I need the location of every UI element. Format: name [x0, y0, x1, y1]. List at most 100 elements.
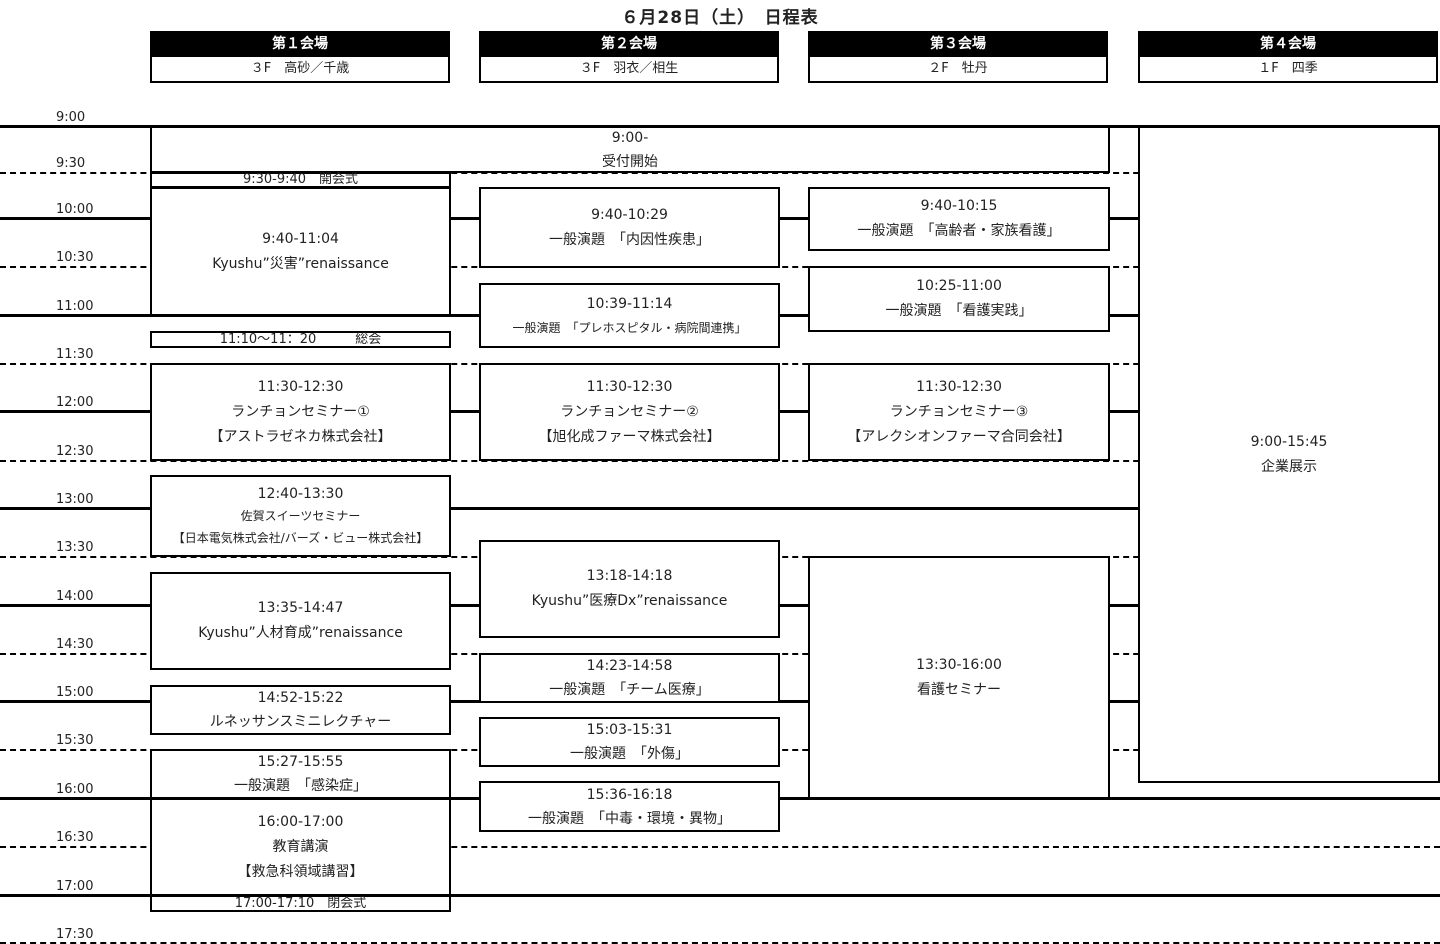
session-trauma[interactable]: 15:03-15:31 一般演題 「外傷」	[479, 717, 780, 767]
session-internal-disease[interactable]: 9:40-10:29 一般演題 「内因性疾患」	[479, 187, 780, 268]
session-time: 10:25-11:00	[916, 278, 1002, 294]
session-luncheon-1[interactable]: 11:30-12:30 ランチョンセミナー① 【アストラゼネカ株式会社】	[150, 363, 451, 461]
venue-header-3: 第３会場 ２F 牡丹	[808, 31, 1108, 83]
venue-floor: １F 四季	[1138, 57, 1438, 83]
session-time: 12:40-13:30	[257, 486, 344, 502]
venue-name: 第４会場	[1138, 31, 1438, 57]
timeline-12-30	[0, 460, 1440, 462]
session-mini-lecture[interactable]: 14:52-15:22 ルネッサンスミニレクチャー	[150, 685, 451, 735]
venue-floor: ３F 羽衣／相生	[479, 57, 779, 83]
session-nursing-practice[interactable]: 10:25-11:00 一般演題 「看護実践」	[808, 266, 1110, 332]
session-sponsor: 【アストラゼネカ株式会社】	[209, 428, 392, 445]
session-title: 教育講演	[272, 838, 329, 855]
time-label: 9:30	[56, 156, 86, 171]
page-title: ６月28日（土） 日程表	[621, 8, 819, 28]
session-title: 一般演題 「プレホスピタル・病院間連携」	[512, 320, 747, 335]
session-title: 一般演題 「外傷」	[570, 746, 689, 762]
session-title: ランチョンセミナー①	[231, 403, 370, 420]
session-reception[interactable]: 9:00- 受付開始	[150, 126, 1110, 173]
time-label: 16:30	[56, 830, 94, 845]
venue-name: 第１会場	[150, 31, 450, 57]
session-prehospital[interactable]: 10:39-11:14 一般演題 「プレホスピタル・病院間連携」	[479, 283, 780, 348]
session-infection[interactable]: 15:27-15:55 一般演題 「感染症」	[150, 749, 451, 799]
time-label: 15:00	[56, 685, 94, 700]
session-closing[interactable]: 17:00-17:10 閉会式	[150, 895, 451, 912]
time-label: 10:00	[56, 202, 94, 217]
session-title: 一般演題 「チーム医療」	[549, 682, 710, 698]
session-hr-renaissance[interactable]: 13:35-14:47 Kyushu”人材育成”renaissance	[150, 572, 451, 670]
timeline-17-30	[0, 942, 1440, 944]
time-label: 11:00	[56, 299, 94, 314]
venue-name: 第２会場	[479, 31, 779, 57]
session-time: 13:35-14:47	[257, 600, 344, 616]
session-time: 9:00-15:45	[1250, 433, 1328, 450]
venue-name: 第３会場	[808, 31, 1108, 57]
session-time: 13:30-16:00	[916, 656, 1002, 673]
session-title: ランチョンセミナー③	[889, 403, 1029, 420]
venue-header-2: 第２会場 ３F 羽衣／相生	[479, 31, 779, 83]
session-time: 14:52-15:22	[257, 690, 344, 706]
session-note: 【救急科領域講習】	[237, 863, 364, 880]
time-label: 12:30	[56, 444, 94, 459]
time-label: 17:30	[56, 927, 94, 942]
venue-header-4: 第４会場 １F 四季	[1138, 31, 1438, 83]
session-time: 9:00-	[611, 129, 649, 146]
session-nursing-seminar[interactable]: 13:30-16:00 看護セミナー	[808, 556, 1110, 799]
session-dx-renaissance[interactable]: 13:18-14:18 Kyushu”医療Dx”renaissance	[479, 540, 780, 638]
session-time: 15:27-15:55	[257, 754, 344, 770]
session-title: 一般演題 「看護実践」	[885, 303, 1033, 319]
session-opening[interactable]: 9:30-9:40 開会式	[150, 172, 451, 188]
venue-floor: ２F 牡丹	[808, 57, 1108, 83]
session-time: 11:30-12:30	[916, 378, 1002, 395]
session-title: 一般演題 「中毒・環境・異物」	[528, 810, 731, 827]
session-time: 9:40-10:15	[920, 198, 998, 214]
session-education-lecture[interactable]: 16:00-17:00 教育講演 【救急科領域講習】	[150, 798, 451, 896]
session-team-medicine[interactable]: 14:23-14:58 一般演題 「チーム医療」	[479, 653, 780, 703]
session-luncheon-3[interactable]: 11:30-12:30 ランチョンセミナー③ 【アレクシオンファーマ合同会社】	[808, 363, 1110, 461]
time-label: 16:00	[56, 782, 94, 797]
session-time: 9:40-10:29	[591, 206, 668, 223]
session-title: 一般演題 「感染症」	[234, 778, 367, 794]
timeline-9-30	[0, 172, 1440, 174]
session-time: 11:30-12:30	[586, 378, 673, 395]
time-label: 13:30	[56, 540, 94, 555]
session-saga-sweets[interactable]: 12:40-13:30 佐賀スイーツセミナー 【日本電気株式会社/バーズ・ビュー…	[150, 475, 451, 557]
session-time: 14:23-14:58	[586, 658, 673, 674]
session-time: 15:36-16:18	[586, 786, 673, 803]
session-general-meeting[interactable]: 11:10～11：20 総会	[150, 331, 451, 348]
session-title: 受付開始	[602, 153, 658, 170]
timeline-17-00	[0, 894, 1440, 897]
session-title: 一般演題 「内因性疾患」	[549, 231, 710, 248]
session-sponsor: 【アレクシオンファーマ合同会社】	[847, 428, 1071, 445]
session-title: ランチョンセミナー②	[560, 403, 699, 420]
timeline-16-30	[0, 846, 1440, 848]
session-sponsor: 【旭化成ファーマ株式会社】	[538, 428, 721, 445]
session-elderly-family[interactable]: 9:40-10:15 一般演題 「高齢者・家族看護」	[808, 187, 1110, 251]
time-label: 11:30	[56, 347, 94, 362]
venue-floor: ３F 高砂／千歳	[150, 57, 450, 83]
session-title: 佐賀スイーツセミナー	[240, 509, 361, 523]
session-luncheon-2[interactable]: 11:30-12:30 ランチョンセミナー② 【旭化成ファーマ株式会社】	[479, 363, 780, 461]
session-title: 一般演題 「高齢者・家族看護」	[857, 223, 1061, 239]
timeline-13-00	[0, 507, 1440, 510]
time-label: 13:00	[56, 492, 94, 507]
session-poisoning[interactable]: 15:36-16:18 一般演題 「中毒・環境・異物」	[479, 781, 780, 832]
session-title: ルネッサンスミニレクチャー	[209, 714, 392, 730]
session-time: 16:00-17:00	[257, 813, 344, 830]
session-time: 15:03-15:31	[586, 722, 673, 738]
session-disaster-renaissance[interactable]: 9:40-11:04 Kyushu”災害”renaissance	[150, 187, 451, 316]
session-corporate-exhibition[interactable]: 9:00-15:45 企業展示	[1138, 126, 1440, 783]
session-title: 看護セミナー	[917, 681, 1001, 698]
time-label: 17:00	[56, 879, 94, 894]
session-title: 企業展示	[1261, 458, 1317, 475]
session-time: 9:40-11:04	[262, 230, 339, 247]
time-label: 12:00	[56, 395, 94, 410]
session-title: Kyushu”医療Dx”renaissance	[531, 593, 728, 609]
time-label: 14:00	[56, 589, 94, 604]
session-sponsor: 【日本電気株式会社/バーズ・ビュー株式会社】	[172, 531, 429, 545]
time-label: 15:30	[56, 733, 94, 748]
venue-header-1: 第１会場 ３F 高砂／千歳	[150, 31, 450, 83]
time-label: 10:30	[56, 250, 94, 265]
session-title: Kyushu”人材育成”renaissance	[198, 625, 403, 641]
session-time: 13:18-14:18	[586, 568, 673, 584]
